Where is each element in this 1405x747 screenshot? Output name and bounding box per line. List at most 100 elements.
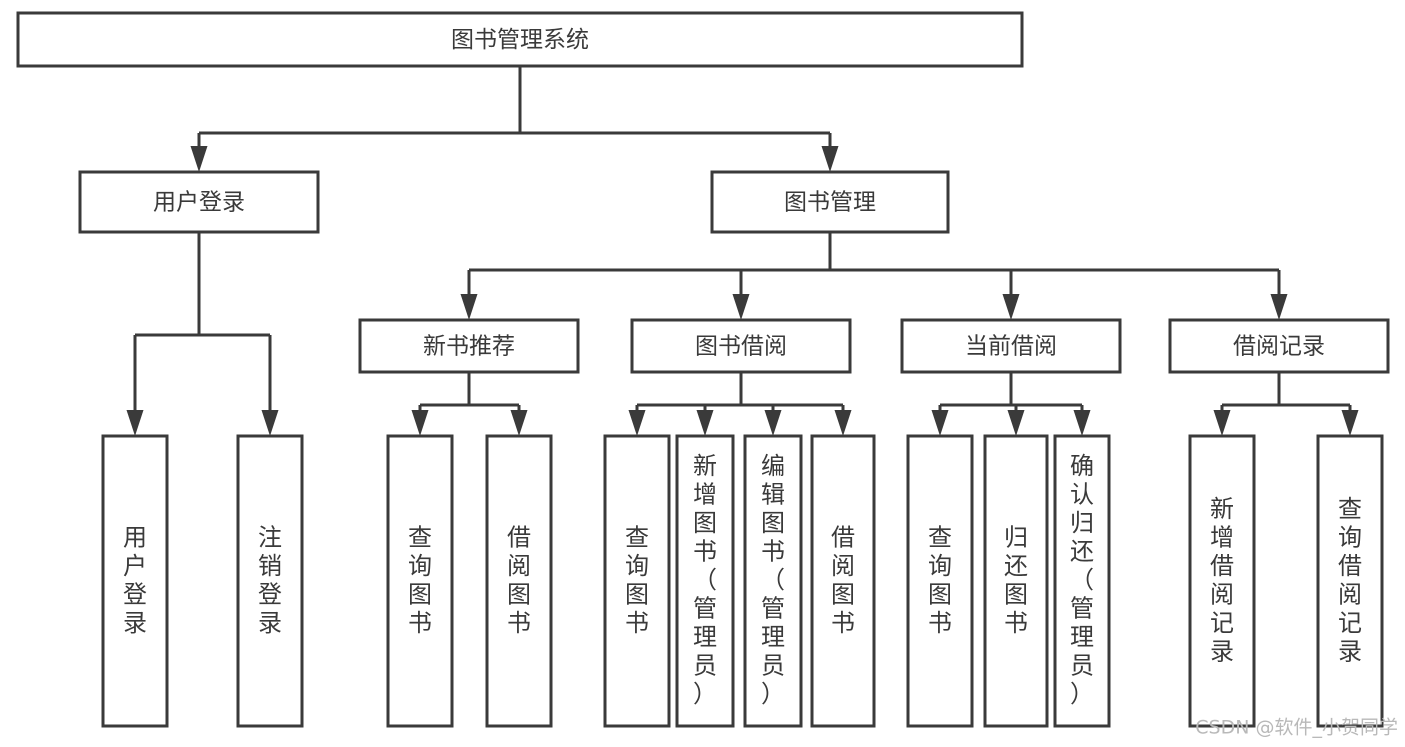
level3-node-borrow-record[interactable]: 借阅记录 (1168, 318, 1390, 374)
arrow-head-icon (1007, 410, 1025, 436)
arrow-recommend-to-leaf-2 (510, 405, 528, 436)
node-box[interactable] (900, 318, 1122, 374)
arrow-head-icon (460, 294, 478, 320)
node-label: 查询借阅记录 (1338, 495, 1362, 666)
arrow-book-manage-to-current (1002, 270, 1020, 320)
leaf-node-leaf-add-borrow-record[interactable]: 新增借阅记录 (1188, 434, 1256, 728)
arrow-root-to-book-manage (821, 133, 839, 172)
level2-node-book-manage[interactable]: 图书管理 (710, 170, 950, 234)
arrow-head-icon (1002, 294, 1020, 320)
arrow-borrow-to-leaf-4 (834, 405, 852, 436)
arrow-current-to-leaf-2 (1007, 405, 1025, 436)
node-box[interactable] (1168, 318, 1390, 374)
node-label: 图书管理 (784, 190, 876, 216)
node-label: 新增借阅记录 (1210, 495, 1234, 666)
arrow-root-to-user-login (190, 133, 208, 172)
arrow-head-icon (732, 294, 750, 320)
node-label: 用户登录 (123, 523, 147, 637)
level3-node-book-borrow[interactable]: 图书借阅 (630, 318, 852, 374)
node-box[interactable] (603, 434, 671, 728)
connector-layer (126, 66, 1359, 436)
arrow-head-icon (1213, 410, 1231, 436)
level3-node-new-book-recommend[interactable]: 新书推荐 (358, 318, 580, 374)
node-label: 归还图书 (1004, 523, 1028, 637)
node-label: 图书借阅 (695, 334, 787, 360)
node-box[interactable] (675, 434, 735, 728)
arrow-user-login-to-leaf-2 (261, 335, 279, 436)
arrow-head-icon (261, 410, 279, 436)
leaf-node-leaf-borrow-book-2[interactable]: 借阅图书 (810, 434, 876, 728)
arrow-head-icon (411, 410, 429, 436)
leaf-node-leaf-edit-book-admin[interactable]: 编辑图书（管理员） (743, 434, 803, 728)
node-box[interactable] (358, 318, 580, 374)
node-label: 注销登录 (258, 523, 282, 637)
leaf-node-leaf-user-login[interactable]: 用户登录 (101, 434, 169, 728)
arrow-head-icon (931, 410, 949, 436)
arrow-record-to-leaf-2 (1341, 405, 1359, 436)
node-box[interactable] (485, 434, 553, 728)
node-box[interactable] (810, 434, 876, 728)
node-box[interactable] (983, 434, 1049, 728)
arrow-current-to-leaf-1 (931, 405, 949, 436)
arrow-head-icon (126, 410, 144, 436)
node-label: 查询图书 (408, 523, 432, 637)
node-box[interactable] (16, 11, 1024, 68)
leaf-node-leaf-query-book-2[interactable]: 查询图书 (603, 434, 671, 728)
node-box[interactable] (1053, 434, 1111, 728)
arrow-borrow-to-leaf-1 (628, 405, 646, 436)
arrow-head-icon (190, 146, 208, 172)
arrow-borrow-to-leaf-2 (696, 405, 714, 436)
arrow-head-icon (1270, 294, 1288, 320)
leaf-node-leaf-query-borrow-record[interactable]: 查询借阅记录 (1316, 434, 1384, 728)
node-box[interactable] (386, 434, 454, 728)
arrow-head-icon (1341, 410, 1359, 436)
leaf-node-leaf-add-book-admin[interactable]: 新增图书（管理员） (675, 434, 735, 728)
node-label: 借阅记录 (1233, 334, 1325, 360)
node-label: 借阅图书 (831, 523, 855, 637)
arrow-head-icon (628, 410, 646, 436)
node-box[interactable] (630, 318, 852, 374)
arrow-head-icon (834, 410, 852, 436)
node-label: 新增图书（管理员） (693, 452, 717, 708)
arrow-head-icon (1073, 410, 1091, 436)
leaf-node-leaf-borrow-book-1[interactable]: 借阅图书 (485, 434, 553, 728)
leaf-node-leaf-return-book[interactable]: 归还图书 (983, 434, 1049, 728)
arrow-head-icon (821, 146, 839, 172)
node-label: 当前借阅 (965, 334, 1057, 360)
arrow-user-login-to-leaf-1 (126, 335, 144, 436)
node-box[interactable] (710, 170, 950, 234)
node-label: 查询图书 (928, 523, 952, 637)
node-box[interactable] (236, 434, 304, 728)
node-box[interactable] (78, 170, 320, 234)
arrow-book-manage-to-recommend (460, 270, 478, 320)
node-label: 新书推荐 (423, 334, 515, 360)
node-label: 确认归还（管理员） (1070, 452, 1094, 708)
node-box[interactable] (1188, 434, 1256, 728)
arrow-current-to-leaf-3 (1073, 405, 1091, 436)
node-label: 用户登录 (153, 190, 245, 216)
leaf-node-leaf-query-book-3[interactable]: 查询图书 (906, 434, 974, 728)
leaf-node-leaf-query-book-1[interactable]: 查询图书 (386, 434, 454, 728)
node-box[interactable] (743, 434, 803, 728)
arrow-record-to-leaf-1 (1213, 405, 1231, 436)
arrow-recommend-to-leaf-1 (411, 405, 429, 436)
root-node-root[interactable]: 图书管理系统 (16, 11, 1024, 68)
watermark: CSDN @软件_小贺同学 (1195, 717, 1398, 739)
node-box[interactable] (1316, 434, 1384, 728)
level3-node-current-borrow[interactable]: 当前借阅 (900, 318, 1122, 374)
arrow-head-icon (696, 410, 714, 436)
arrow-book-manage-to-record (1270, 270, 1288, 320)
node-box[interactable] (906, 434, 974, 728)
arrow-book-manage-to-borrow (732, 270, 750, 320)
arrow-borrow-to-leaf-3 (764, 405, 782, 436)
node-label: 图书管理系统 (451, 27, 589, 53)
node-label: 查询图书 (625, 523, 649, 637)
leaf-node-leaf-confirm-return-admin[interactable]: 确认归还（管理员） (1053, 434, 1111, 728)
arrow-head-icon (510, 410, 528, 436)
leaf-node-leaf-logout[interactable]: 注销登录 (236, 434, 304, 728)
node-box[interactable] (101, 434, 169, 728)
level2-node-user-login[interactable]: 用户登录 (78, 170, 320, 234)
arrow-head-icon (764, 410, 782, 436)
